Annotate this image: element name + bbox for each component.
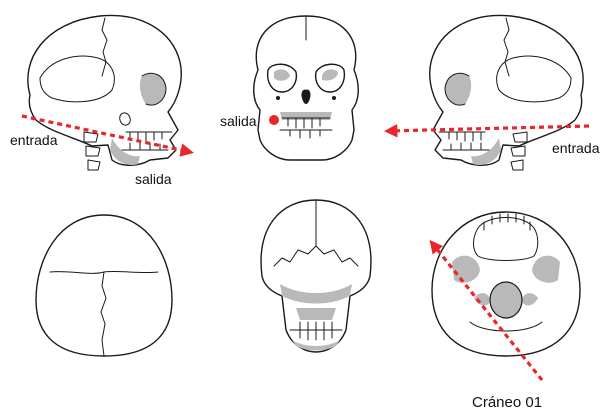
exit-point-front	[269, 115, 279, 125]
label-salida-left: salida	[135, 172, 172, 186]
skull-frontal-view	[254, 16, 359, 160]
label-entrada-right: entrada	[552, 141, 599, 155]
label-salida-front: salida	[220, 114, 257, 128]
skull-posterior-view	[261, 200, 371, 352]
skull-top-view	[36, 215, 172, 356]
label-entrada-left: entrada	[10, 133, 57, 147]
caption: Cráneo 01	[472, 395, 542, 410]
